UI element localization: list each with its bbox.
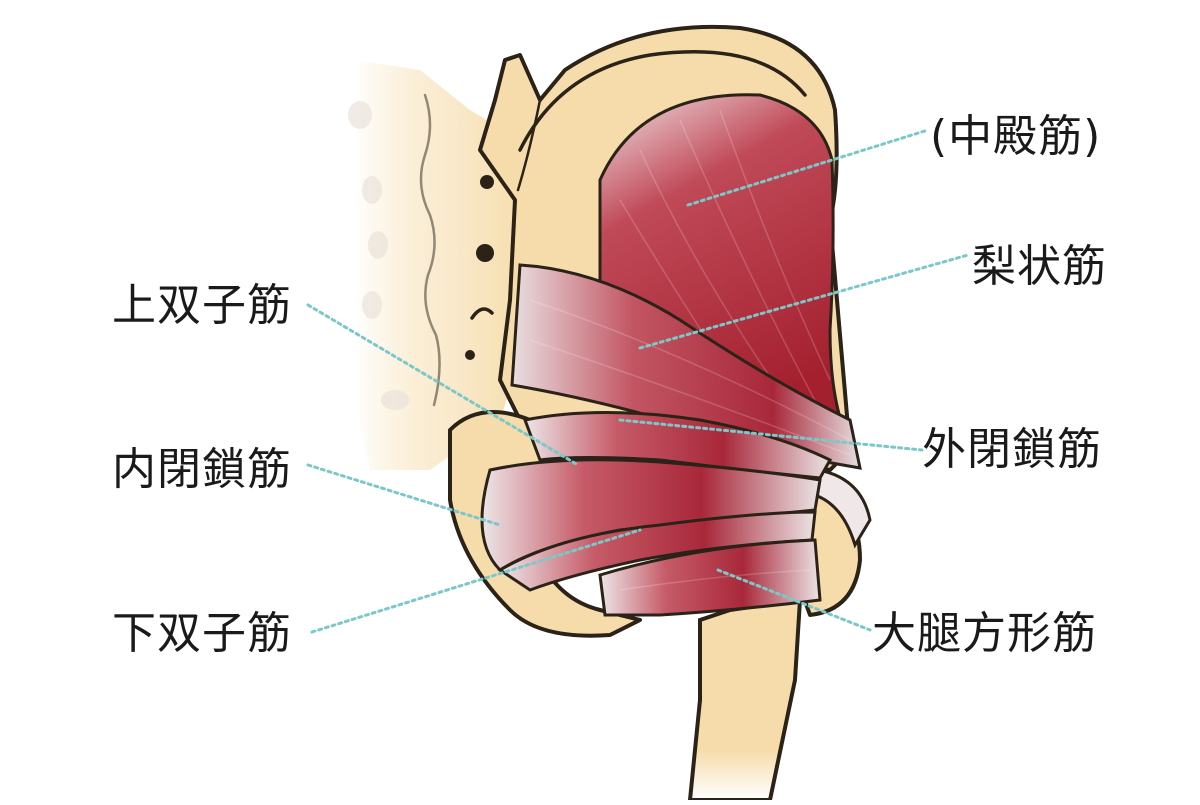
bone-contour — [516, 98, 542, 192]
label-obturator-externus: 外閉鎖筋 — [922, 424, 1102, 475]
leader-gluteus-medius — [686, 128, 930, 207]
leader-obturator-externus — [618, 418, 924, 452]
gemellus-superior-muscle — [522, 411, 833, 480]
label-piriformis: 梨状筋 — [972, 241, 1107, 292]
sacrum — [348, 60, 530, 470]
iliac-crest-line — [518, 50, 807, 152]
label-quadratus-femoris: 大腿方形筋 — [872, 608, 1097, 659]
muscle-fibers — [529, 339, 851, 456]
gemellus-inferior-muscle — [497, 510, 817, 592]
leader-gemellus-inferior — [310, 528, 642, 634]
sacral-foramen — [480, 175, 494, 189]
leader-gemellus-superior — [306, 303, 580, 467]
label-gemellus-superior: 上双子筋 — [112, 280, 292, 331]
label-gemellus-inferior: 下双子筋 — [112, 608, 292, 659]
sacral-foramen — [470, 307, 494, 320]
quadratus-femoris-muscle — [598, 538, 822, 617]
piriformis-muscle — [510, 263, 862, 470]
label-gluteus-medius: (中殿筋) — [930, 111, 1102, 162]
leader-lines — [306, 128, 970, 634]
muscle-fibers — [619, 569, 811, 591]
femur-bone — [687, 597, 803, 802]
leader-obturator-internus — [306, 463, 502, 527]
muscle-fibers — [529, 299, 851, 441]
label-obturator-internus: 内閉鎖筋 — [112, 444, 292, 495]
leader-quadratus-femoris — [716, 568, 872, 632]
leader-piriformis — [638, 253, 970, 350]
sacral-foramen — [465, 350, 475, 360]
sacral-foramen — [476, 244, 494, 262]
